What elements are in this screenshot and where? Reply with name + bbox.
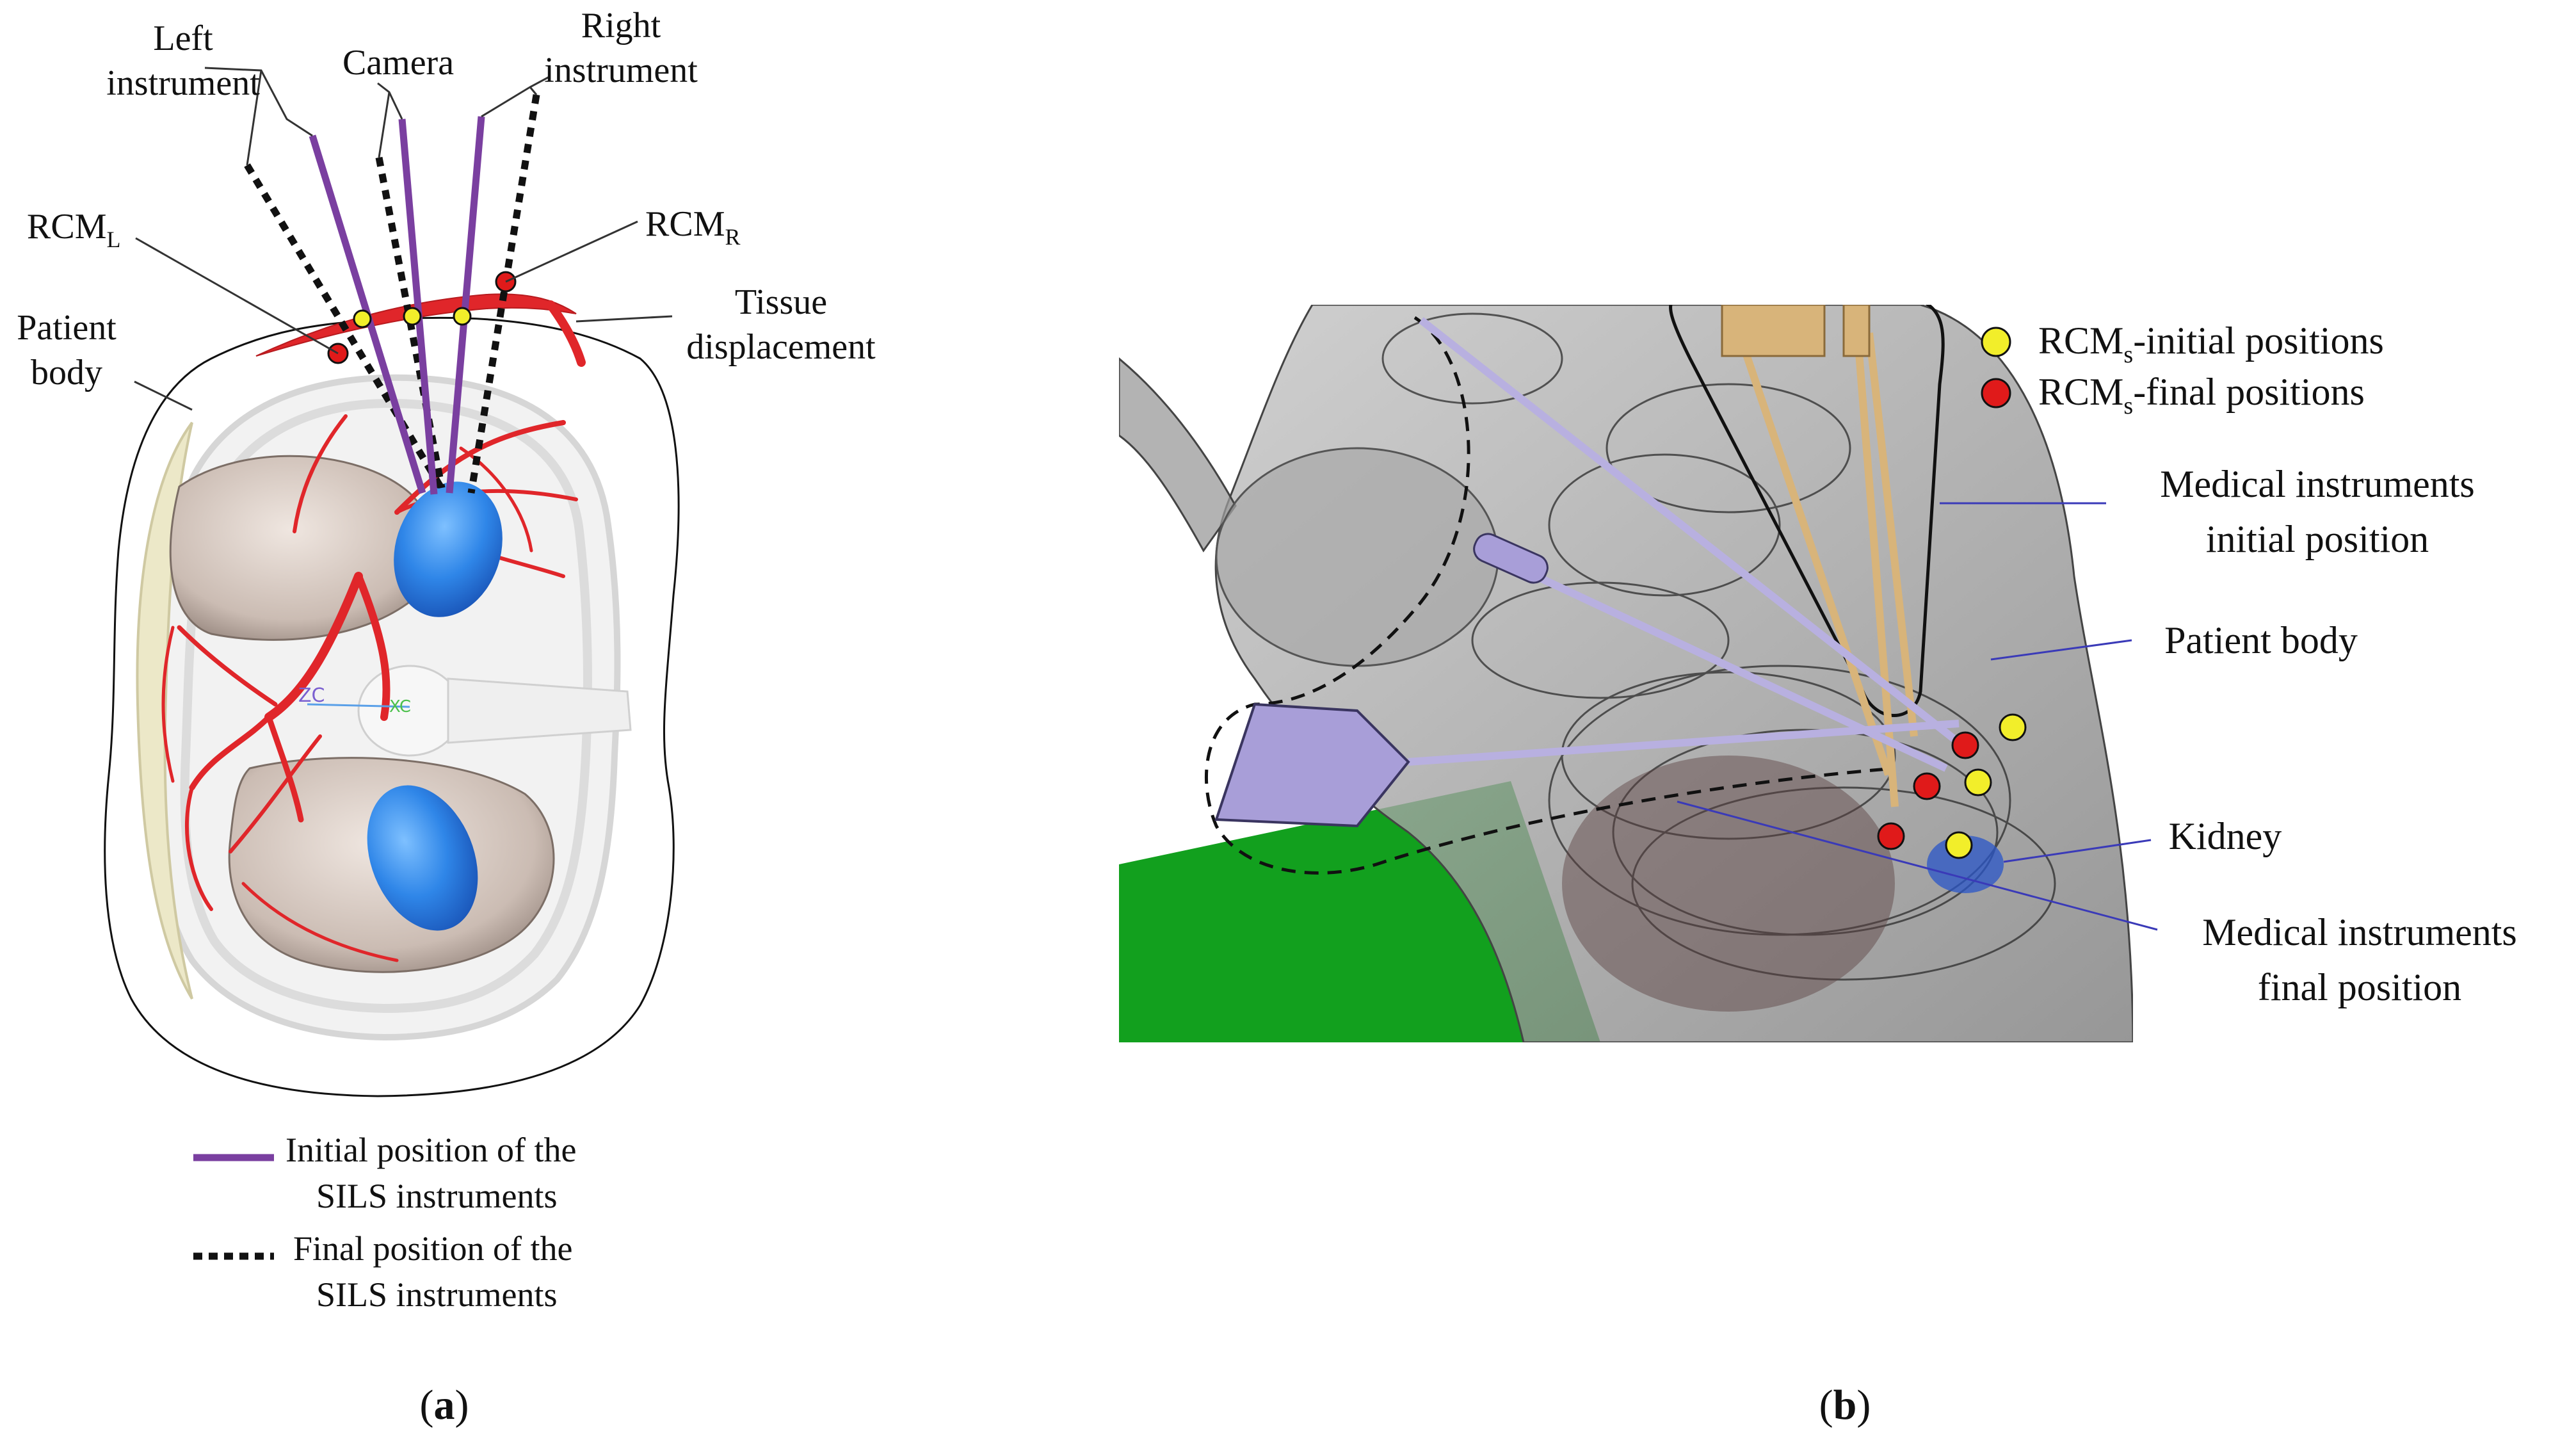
rcm-left-label: RCML — [27, 207, 121, 252]
left-instrument-label-line2: instrument — [106, 63, 260, 103]
rcm-initial-right — [453, 307, 472, 326]
right-instrument-label-line1: Right — [581, 6, 661, 45]
leader-lines-a — [134, 67, 673, 411]
patient-body-b-label: Patient body — [2164, 619, 2358, 661]
rcm-b-final-2 — [1913, 772, 1941, 800]
final-right-instrument — [467, 94, 540, 494]
instruments-initial-label-line1: Medical instruments — [2160, 463, 2475, 505]
legend-a: Initial position of the SILS instruments… — [193, 1131, 576, 1314]
tissue-displacement-tail — [546, 300, 586, 367]
rcm-b-initial-2 — [1964, 768, 1992, 796]
rcm-b-final-1 — [1951, 731, 1979, 759]
lavender-instruments — [1408, 317, 1961, 772]
rcm-b-initial-1 — [1999, 713, 2027, 741]
patient-body-outline — [104, 316, 680, 1097]
inner-organs — [1562, 756, 1895, 1012]
tissue-displacement-label-line2: displacement — [686, 327, 876, 367]
legend-final-line2: SILS instruments — [316, 1275, 558, 1314]
panel-b: RCMs-initial positions RCMs-final positi… — [1119, 305, 2517, 1428]
legend-rcm-final-label: RCMs-final positions — [2038, 371, 2365, 419]
legend-initial-line2: SILS instruments — [316, 1177, 558, 1215]
camera-box — [1214, 702, 1410, 828]
instrument-tip — [1473, 533, 1549, 584]
shoulder — [1215, 447, 1499, 667]
camera-label: Camera — [342, 43, 454, 83]
tissue-displacement-label-line1: Tissue — [735, 282, 827, 322]
instruments-final-label-line2: final position — [2258, 966, 2461, 1008]
patient-body-label-line2: body — [31, 353, 102, 392]
legend-rcm-initial-label: RCMs-initial positions — [2038, 319, 2384, 368]
internal-rings — [1381, 312, 2056, 981]
rcm-b-initial-3 — [1945, 831, 1973, 859]
tan-instrument-head — [1721, 305, 1826, 357]
rcm-right-label: RCMR — [645, 204, 741, 250]
right-instrument-label-line2: instrument — [544, 51, 698, 90]
axis-line — [307, 703, 410, 708]
scene-3d — [1119, 305, 2133, 1042]
final-left-instrument — [244, 163, 444, 489]
rcm-initial-center — [403, 307, 422, 326]
kidney-label: Kidney — [2169, 815, 2282, 857]
panel-a: ZC XC — [17, 6, 876, 1428]
legend-rcm-final-marker — [1981, 378, 2011, 408]
initial-camera — [398, 118, 438, 495]
kidney-lower — [367, 785, 478, 931]
kidney-upper — [394, 481, 503, 617]
instruments-final-label-line1: Medical instruments — [2202, 911, 2517, 953]
blood-vessels — [161, 414, 578, 962]
vertebra-process — [447, 677, 632, 744]
legend-initial-line1: Initial position of the — [286, 1131, 576, 1169]
initial-enclosure — [1669, 305, 1945, 717]
initial-right-instrument — [446, 116, 485, 494]
instruments-initial-label-line2: initial position — [2206, 518, 2429, 560]
rcm-initial-left — [353, 309, 372, 328]
leader-lines-b — [1677, 502, 2158, 931]
caption-b: (b) — [1819, 1382, 1871, 1428]
axis-x-label: XC — [389, 697, 411, 716]
axis-z-label: ZC — [298, 684, 325, 707]
rcm-b-final-3 — [1877, 822, 1905, 850]
dashed-outline-left — [1205, 316, 1896, 875]
caption-a: (a) — [420, 1382, 469, 1428]
left-instrument-label-line1: Left — [153, 19, 213, 58]
legend-final-line1: Final position of the — [293, 1229, 572, 1268]
tan-instrument-head2 — [1842, 305, 1871, 357]
legend-rcm-initial-marker — [1981, 327, 2011, 357]
patient-body-label-line1: Patient — [17, 308, 117, 348]
legend-b: RCMs-initial positions RCMs-final positi… — [1981, 319, 2384, 419]
